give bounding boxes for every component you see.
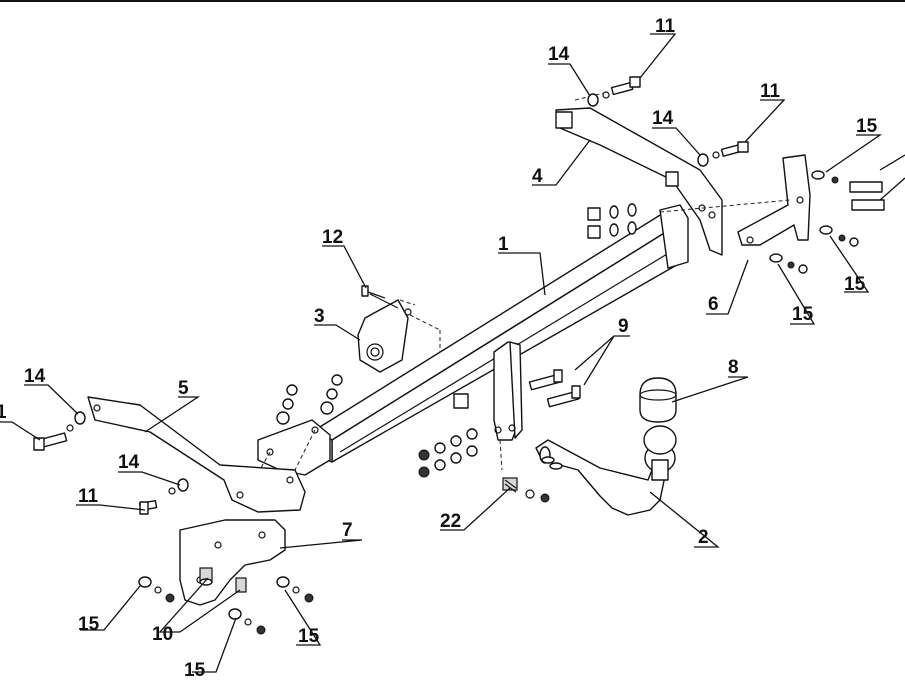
callout-11-left: 11 xyxy=(78,486,99,507)
callout-11-edge: 1 xyxy=(0,402,7,423)
callout-15-right: 15 xyxy=(844,274,866,295)
callout-14-right: 14 xyxy=(652,108,674,129)
callout-14-left: 14 xyxy=(24,366,46,387)
callout-7: 7 xyxy=(342,520,353,541)
callout-leader-lines xyxy=(0,33,905,673)
callout-1: 1 xyxy=(498,234,509,255)
studs-part-10 xyxy=(199,567,247,593)
callout-5: 5 xyxy=(178,378,189,399)
top-bolts-and-washers xyxy=(587,76,749,167)
callout-11-right: 11 xyxy=(760,81,781,102)
callout-2: 2 xyxy=(698,527,709,548)
callout-9: 9 xyxy=(618,316,629,337)
callout-22: 22 xyxy=(440,511,461,532)
callout-15-right-lower: 15 xyxy=(792,304,814,325)
callout-15-top-right: 15 xyxy=(856,116,878,137)
callout-14-lower: 14 xyxy=(118,452,140,473)
center-nuts-washers xyxy=(418,428,478,478)
callout-labels: 1 2 3 4 5 6 7 8 9 10 11 11 11 1 12 14 14… xyxy=(0,16,878,681)
callout-15-left: 15 xyxy=(78,614,100,635)
callout-14-top: 14 xyxy=(548,44,570,65)
spring-part-22 xyxy=(502,477,550,503)
callout-4: 4 xyxy=(532,166,543,187)
bolts-part-9 xyxy=(528,369,581,408)
callout-8: 8 xyxy=(728,357,739,378)
side-member-part-4 xyxy=(555,92,723,256)
callout-11-top: 11 xyxy=(655,16,676,37)
towball-arm-part-2 xyxy=(535,425,677,516)
callout-3: 3 xyxy=(314,306,325,327)
right-bracket-part-6 xyxy=(737,154,811,246)
callout-12: 12 xyxy=(322,227,343,248)
callout-6: 6 xyxy=(708,294,719,315)
callout-15-bottom: 15 xyxy=(184,660,206,681)
left-bolts-and-washers xyxy=(33,411,189,515)
right-fasteners xyxy=(587,170,885,274)
hitch-mount-plate xyxy=(453,341,523,471)
callout-15-center: 15 xyxy=(298,626,320,647)
ball-cover-part-8 xyxy=(639,377,677,423)
callout-10: 10 xyxy=(152,624,173,645)
left-nut-stacks xyxy=(276,374,343,425)
side-member-part-5 xyxy=(87,396,306,513)
left-mount-bracket xyxy=(239,419,331,506)
